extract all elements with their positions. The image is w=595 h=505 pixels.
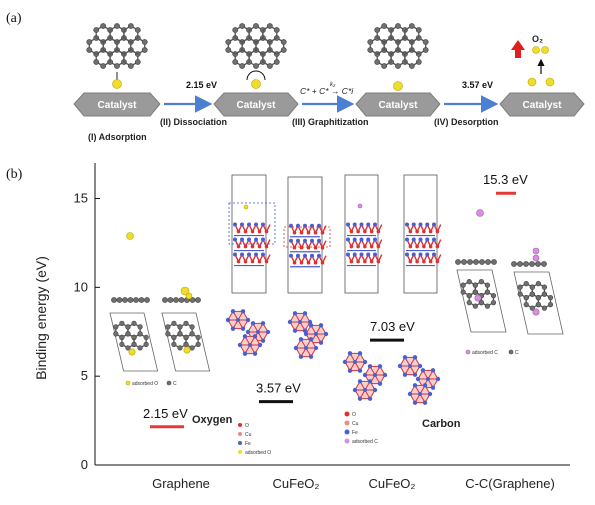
cc-graphene-structures [455,209,547,267]
highlight-box-red [283,226,331,248]
graphene-top-view-2 [161,312,211,372]
svg-text:Fe: Fe [352,430,358,436]
catalyst-3: Catalyst [355,92,441,117]
catalyst-label: Catalyst [98,100,138,111]
step-desorption: (IV) Desorption [434,117,499,127]
curved-arrow-icon [246,70,266,81]
cc-top-view-1 [456,269,507,333]
svg-text:adsorbed O: adsorbed O [245,450,271,456]
panel-b-label: (b) [6,167,23,182]
svg-text:adsorbed C: adsorbed C [472,350,498,356]
energy-desorption: 3.57 eV [462,80,493,90]
cufeo2-top-views [225,309,441,405]
o2-label: O₂ [532,34,543,44]
graphene-top-view-1 [109,312,159,372]
step-dissociation: (II) Dissociation [160,117,227,127]
svg-text:Cu: Cu [245,432,252,438]
adsorbed-c-marker [357,203,363,209]
svg-text:C: C [173,381,177,387]
catalyst-2: Catalyst [213,92,299,117]
cufeo2-carbon-legend: O Cu Fe adsorbed C [344,411,378,445]
catalyst-label: Catalyst [379,100,419,111]
panel-a-label: (a) [6,11,22,26]
y-tick-label: 0 [81,457,88,472]
x-labels: Graphene CuFeO₂ CuFeO₂ C-C(Graphene) [152,476,555,491]
graphitization-equation: C* + C* → C*i [300,86,354,96]
catalyst-4: Catalyst [499,92,585,117]
y-tick-label: 5 [81,368,88,383]
up-arrow-icon [511,40,525,58]
catalyst-1: Catalyst [73,92,161,117]
cufeo2-slabs [231,174,442,294]
energy-level-label: 2.15 eV [143,406,188,421]
category-label: Graphene [152,476,210,491]
category-label: C-C(Graphene) [465,476,555,491]
graphene-flake-3 [367,23,429,69]
rate-constant: k₂ [330,82,336,88]
step-graphitization: (III) Graphitization [292,117,369,127]
y-axis-title: Binding energy (eV) [33,256,49,380]
svg-text:O: O [245,423,249,429]
carbon-sublabel: Carbon [422,418,461,430]
y-ticks: 0 5 10 15 [74,191,100,472]
highlight-box-blue [228,202,276,245]
y-tick-label: 15 [74,191,88,206]
isolated-c-atom [476,209,484,217]
catalyst-label: Catalyst [237,100,277,111]
graphene-flake-1 [86,23,148,69]
energy-level-label: 7.03 eV [370,319,415,334]
energy-levels: 2.15 eV 3.57 eV 7.03 eV 15.3 eV [143,172,528,429]
graphene-side-views [111,232,201,303]
svg-text:adsorbed C: adsorbed C [352,439,378,445]
svg-text:O: O [352,412,356,418]
svg-text:Cu: Cu [352,421,359,427]
cc-top-view-2 [513,271,564,335]
step-adsorption: (I) Adsorption [88,132,147,142]
oxygen-sublabel: Oxygen [192,414,233,426]
category-label: CuFeO₂ [369,476,416,491]
adsorbed-o-1 [112,72,122,89]
adsorbed-o-3 [393,81,403,91]
cc-legend: adsorbed C C [465,349,519,356]
svg-text:Fe: Fe [245,441,251,447]
adsorbed-o-marker [243,204,249,210]
graphene-flake-2 [225,23,287,69]
energy-level-label: 15.3 eV [483,172,528,187]
energy-level-label: 3.57 eV [256,381,301,396]
catalyst-label: Catalyst [523,100,563,111]
desorbing-oxygen: O₂ [511,34,555,87]
category-label: CuFeO₂ [273,476,320,491]
energy-dissociation: 2.15 eV [186,80,217,90]
svg-text:C: C [515,350,519,356]
y-tick-label: 10 [74,279,88,294]
adsorbed-o-2 [246,70,266,89]
svg-text:adsorbed O: adsorbed O [132,381,158,387]
graphene-legend: adsorbed O C [125,380,177,387]
cufeo2-oxygen-legend: O Cu Fe adsorbed O [238,423,271,456]
isolated-o-atom [126,232,134,240]
